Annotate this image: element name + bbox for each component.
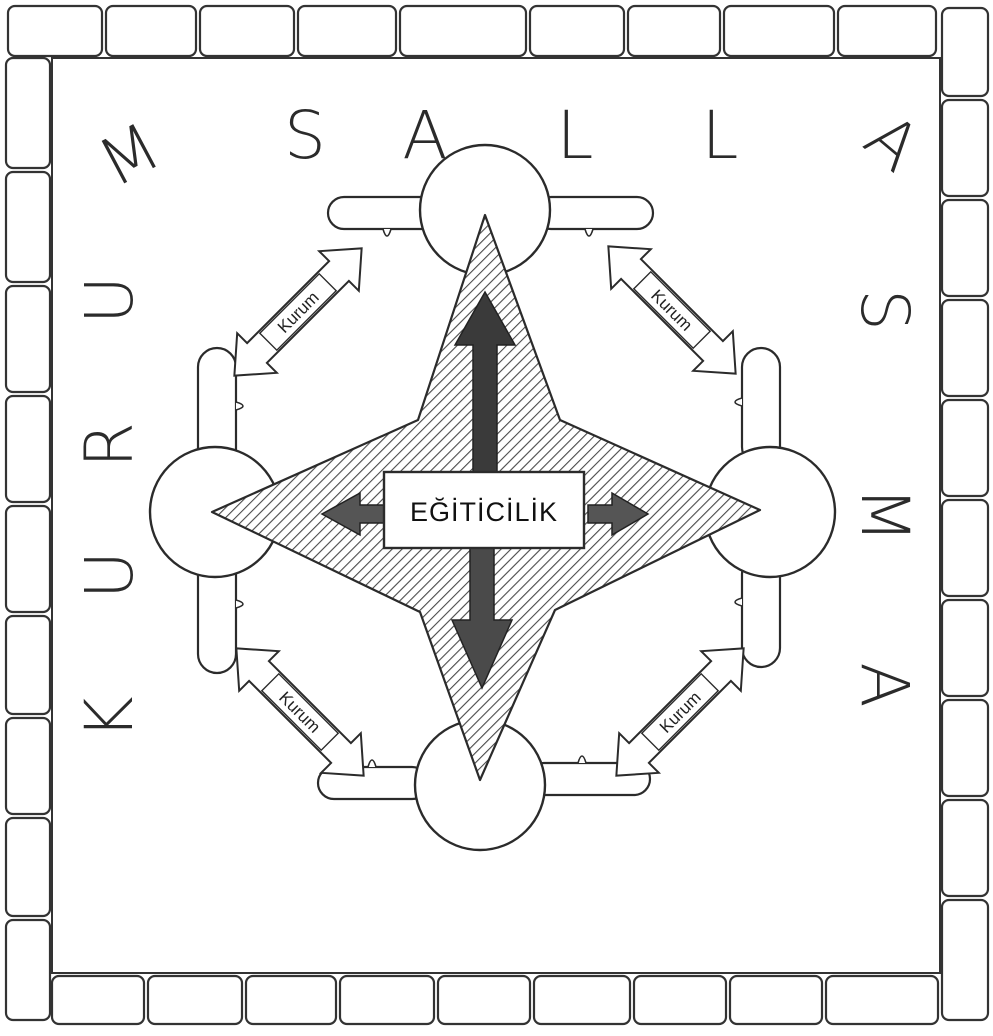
- left-letter-1: K: [71, 696, 148, 739]
- right-letter-3: A: [846, 662, 923, 707]
- frame-brick-top: [8, 6, 102, 56]
- frame-brick-bottom: [52, 976, 144, 1024]
- frame-brick-top: [400, 6, 526, 56]
- frame-brick-bottom: [438, 976, 530, 1024]
- frame-brick-top: [530, 6, 624, 56]
- frame-brick-left: [6, 920, 50, 1020]
- frame-brick-right: [942, 300, 988, 396]
- frame-brick-right: [942, 400, 988, 496]
- top-letter-4: L: [557, 97, 594, 174]
- frame-brick-left: [6, 818, 50, 916]
- top-letter-2: S: [284, 97, 326, 174]
- frame-brick-top: [200, 6, 294, 56]
- frame-brick-right: [942, 700, 988, 796]
- top-letter-5: L: [702, 97, 739, 174]
- frame-brick-top: [106, 6, 196, 56]
- left-letter-4: U: [71, 276, 148, 324]
- frame-brick-bottom: [340, 976, 434, 1024]
- right-letter-2: M: [846, 487, 923, 544]
- center-label: EĞİTİCİLİK: [410, 496, 558, 527]
- frame-brick-left: [6, 58, 50, 168]
- frame-brick-bottom: [634, 976, 726, 1024]
- frame-brick-left: [6, 396, 50, 502]
- frame-brick-right: [942, 800, 988, 896]
- frame-brick-right: [942, 900, 988, 1020]
- frame-brick-bottom: [534, 976, 630, 1024]
- frame-brick-bottom: [826, 976, 938, 1024]
- frame-brick-bottom: [148, 976, 242, 1024]
- frame-brick-right: [942, 500, 988, 596]
- frame-brick-top: [628, 6, 720, 56]
- frame-brick-bottom: [730, 976, 822, 1024]
- center-box: EĞİTİCİLİK: [384, 472, 584, 548]
- bar-top-right: [535, 197, 653, 229]
- frame-brick-left: [6, 718, 50, 814]
- frame-brick-right: [942, 600, 988, 696]
- frame-brick-top: [724, 6, 834, 56]
- frame-brick-left: [6, 172, 50, 282]
- frame-brick-top: [838, 6, 936, 56]
- frame-brick-bottom: [246, 976, 336, 1024]
- left-letter-2: U: [71, 551, 148, 599]
- frame-brick-right: [942, 8, 988, 96]
- right-letter-1: S: [846, 289, 923, 331]
- frame-brick-left: [6, 616, 50, 714]
- frame-brick-right: [942, 200, 988, 296]
- frame-brick-right: [942, 100, 988, 196]
- left-letter-3: R: [71, 422, 148, 468]
- frame-brick-left: [6, 286, 50, 392]
- frame-brick-left: [6, 506, 50, 612]
- frame-brick-top: [298, 6, 396, 56]
